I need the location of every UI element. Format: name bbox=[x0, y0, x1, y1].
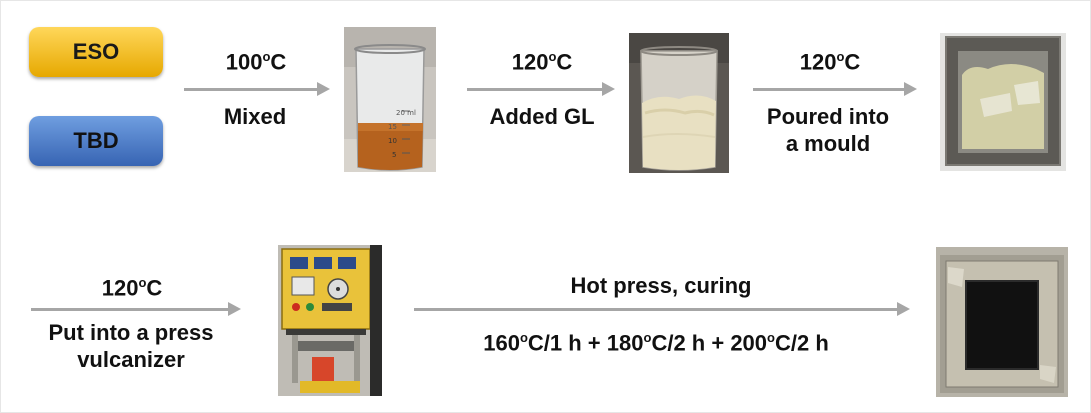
beaker-mark-10: 10 bbox=[388, 137, 397, 145]
cured-sheet-photo bbox=[936, 247, 1068, 397]
step3-temperature: 120oC bbox=[799, 49, 861, 75]
curing-schedule: 160oC/1 h + 180oC/2 h + 200oC/2 h bbox=[483, 330, 829, 356]
curing-title: Hot press, curing bbox=[570, 273, 752, 298]
beaker-mark-5: 5 bbox=[392, 151, 396, 159]
step2-temperature: 120oC bbox=[511, 49, 573, 75]
step2-arrow bbox=[467, 82, 615, 96]
step2-action: Added GL bbox=[489, 104, 595, 129]
step1-action: Mixed bbox=[223, 104, 287, 129]
curing-arrow bbox=[414, 302, 910, 316]
mould-photo bbox=[940, 33, 1066, 171]
step4-temperature: 120oC bbox=[101, 275, 163, 301]
press-vulcanizer-photo bbox=[278, 245, 382, 396]
tbd-label-box: TBD bbox=[29, 116, 163, 166]
beaker-mixed-photo: 20 ml 15 10 5 bbox=[344, 27, 436, 172]
beaker-mark-15: 15 bbox=[388, 123, 397, 131]
step1-temperature: 100oC bbox=[225, 49, 287, 75]
beaker-mark-20: 20 ml bbox=[396, 109, 416, 117]
eso-label-box: ESO bbox=[29, 27, 163, 77]
tbd-label: TBD bbox=[73, 128, 119, 153]
step4-arrow bbox=[31, 302, 241, 316]
step1-arrow bbox=[184, 82, 330, 96]
step3-arrow bbox=[753, 82, 917, 96]
eso-label: ESO bbox=[72, 39, 120, 64]
beaker-gl-photo bbox=[629, 33, 729, 173]
